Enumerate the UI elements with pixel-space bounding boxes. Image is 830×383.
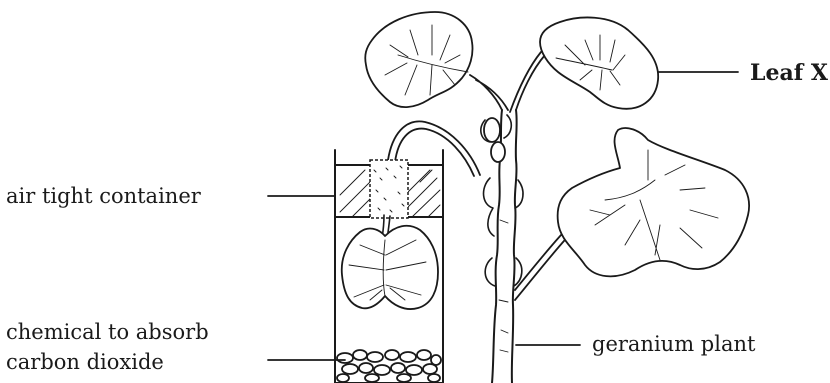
container-label: air tight container [6,186,201,207]
air-tight-container [335,150,443,383]
top-left-leaf [365,12,472,107]
chemical-label-line2: carbon dioxide [6,352,164,373]
right-leaf [558,128,749,276]
upper-petioles [470,52,600,300]
chemical-granules [337,350,441,382]
chemical-label-line1: chemical to absorb [6,322,209,343]
leaf-x-label: Leaf X [750,62,828,84]
plant-label: geranium plant [592,334,755,355]
stopper-seal [370,160,408,218]
leaf-x [540,17,658,108]
